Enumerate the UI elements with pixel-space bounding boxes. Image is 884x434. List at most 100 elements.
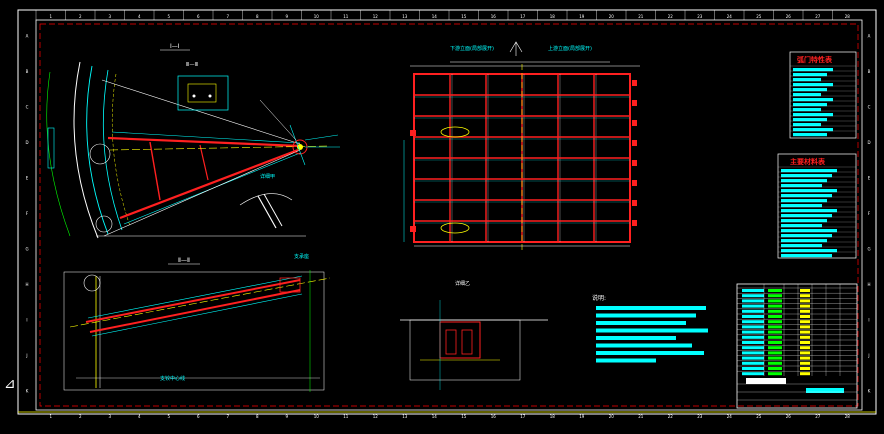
table-row	[800, 289, 810, 292]
border-bottom-mark: 7	[226, 414, 229, 419]
border-bottom-mark: 16	[491, 414, 497, 419]
table-row	[768, 335, 782, 339]
border-bottom-mark: 8	[256, 414, 259, 419]
border-top-mark: 9	[285, 14, 288, 19]
detail-a-label: 详细甲	[260, 173, 275, 180]
border-side-mark: C	[868, 105, 871, 110]
inner-frame	[35, 19, 863, 411]
border-top-mark: 14	[432, 14, 438, 19]
table-row	[793, 98, 833, 102]
border-top-mark: 8	[256, 14, 259, 19]
border-top-mark: 15	[461, 14, 467, 19]
border-side-mark: B	[868, 69, 871, 74]
border-side-mark: J	[867, 353, 869, 358]
detail-b-label: 详细乙	[455, 280, 470, 287]
border-side-mark: G	[25, 246, 28, 251]
note-line	[596, 343, 692, 348]
red-border	[39, 23, 859, 407]
table-row	[793, 108, 821, 112]
border-bottom-mark: 24	[727, 414, 733, 419]
table-row	[800, 335, 810, 339]
table-row	[781, 209, 837, 213]
section-1-view: Ⅰ—Ⅰ Ⅲ—Ⅲ 详细甲	[46, 43, 340, 239]
border-bottom-mark: 10	[314, 414, 320, 419]
title-text-block	[806, 388, 844, 393]
characteristics-table: 弧门特性表	[789, 51, 857, 139]
table-row	[768, 351, 782, 355]
table-row	[742, 315, 764, 318]
section-arrow-icon: ⊿	[4, 376, 16, 392]
anchor-label: 支承座	[294, 253, 309, 260]
table-row	[800, 325, 810, 329]
table-row	[768, 309, 782, 313]
outer-frame	[17, 9, 877, 415]
table-row	[781, 214, 832, 218]
border-top-mark: 12	[373, 14, 379, 19]
border-top-mark: 25	[756, 14, 762, 19]
table-row	[793, 103, 827, 107]
table-row	[800, 299, 810, 303]
table-row	[793, 83, 833, 87]
border-bottom-mark: 28	[845, 414, 851, 419]
table-row	[781, 179, 827, 183]
table-row	[768, 341, 782, 344]
upstream-elevation-label: 上游立面(局部展开)	[548, 45, 592, 52]
notes-block: 说明:	[592, 294, 708, 363]
table-row	[800, 367, 810, 370]
table-row	[800, 330, 810, 334]
table-row	[742, 330, 764, 334]
border-top-mark: 7	[226, 14, 229, 19]
border-top-mark: 4	[138, 14, 141, 19]
table-row	[781, 194, 832, 198]
section-2-title: Ⅱ—Ⅱ	[178, 257, 190, 264]
border-side-mark: I	[26, 317, 27, 322]
detail-b-view: 详细乙	[400, 280, 548, 390]
table-row	[781, 224, 822, 228]
downstream-elevation-label: 下游立面(局部展开)	[450, 45, 494, 52]
border-bottom-mark: 22	[668, 414, 674, 419]
materials-title: 主要材料表	[790, 157, 826, 166]
table-row	[793, 128, 833, 132]
table-row	[781, 234, 832, 238]
table-row	[781, 199, 827, 203]
characteristics-title: 弧门特性表	[797, 55, 833, 64]
table-row	[781, 254, 832, 258]
border-bottom-mark: 5	[167, 414, 170, 419]
table-row	[768, 356, 782, 360]
table-row	[742, 372, 764, 376]
border-bottom-mark: 12	[373, 414, 379, 419]
border-bottom-mark: 19	[579, 414, 585, 419]
border-side-mark: C	[26, 105, 29, 110]
border-top-mark: 5	[167, 14, 170, 19]
border-top-mark: 19	[579, 14, 585, 19]
table-row	[768, 361, 782, 365]
table-row	[800, 294, 810, 298]
table-row	[768, 330, 782, 334]
table-row	[781, 189, 837, 193]
table-row	[768, 289, 782, 292]
border-bottom-mark: 1	[49, 414, 52, 419]
border-bottom-mark: 15	[461, 414, 467, 419]
border-side-mark: E	[868, 176, 871, 181]
table-row	[742, 356, 764, 360]
border-side-mark: F	[868, 211, 871, 216]
table-row	[742, 299, 764, 303]
border-bottom-mark: 2	[79, 414, 82, 419]
border-bottom-mark: 21	[638, 414, 644, 419]
table-row	[742, 294, 764, 298]
table-row	[781, 204, 822, 208]
note-line	[596, 313, 696, 318]
table-row	[742, 309, 764, 313]
border-bottom-mark: 11	[343, 414, 349, 419]
notes-title: 说明:	[592, 294, 606, 302]
border-top-mark: 24	[727, 14, 733, 19]
section-1-title: Ⅰ—Ⅰ	[170, 43, 180, 50]
table-row	[793, 113, 833, 117]
table-row	[793, 68, 833, 72]
border-top-mark: 17	[520, 14, 526, 19]
table-row	[800, 351, 810, 355]
table-row	[742, 304, 764, 308]
border-bottom-mark: 18	[550, 414, 556, 419]
